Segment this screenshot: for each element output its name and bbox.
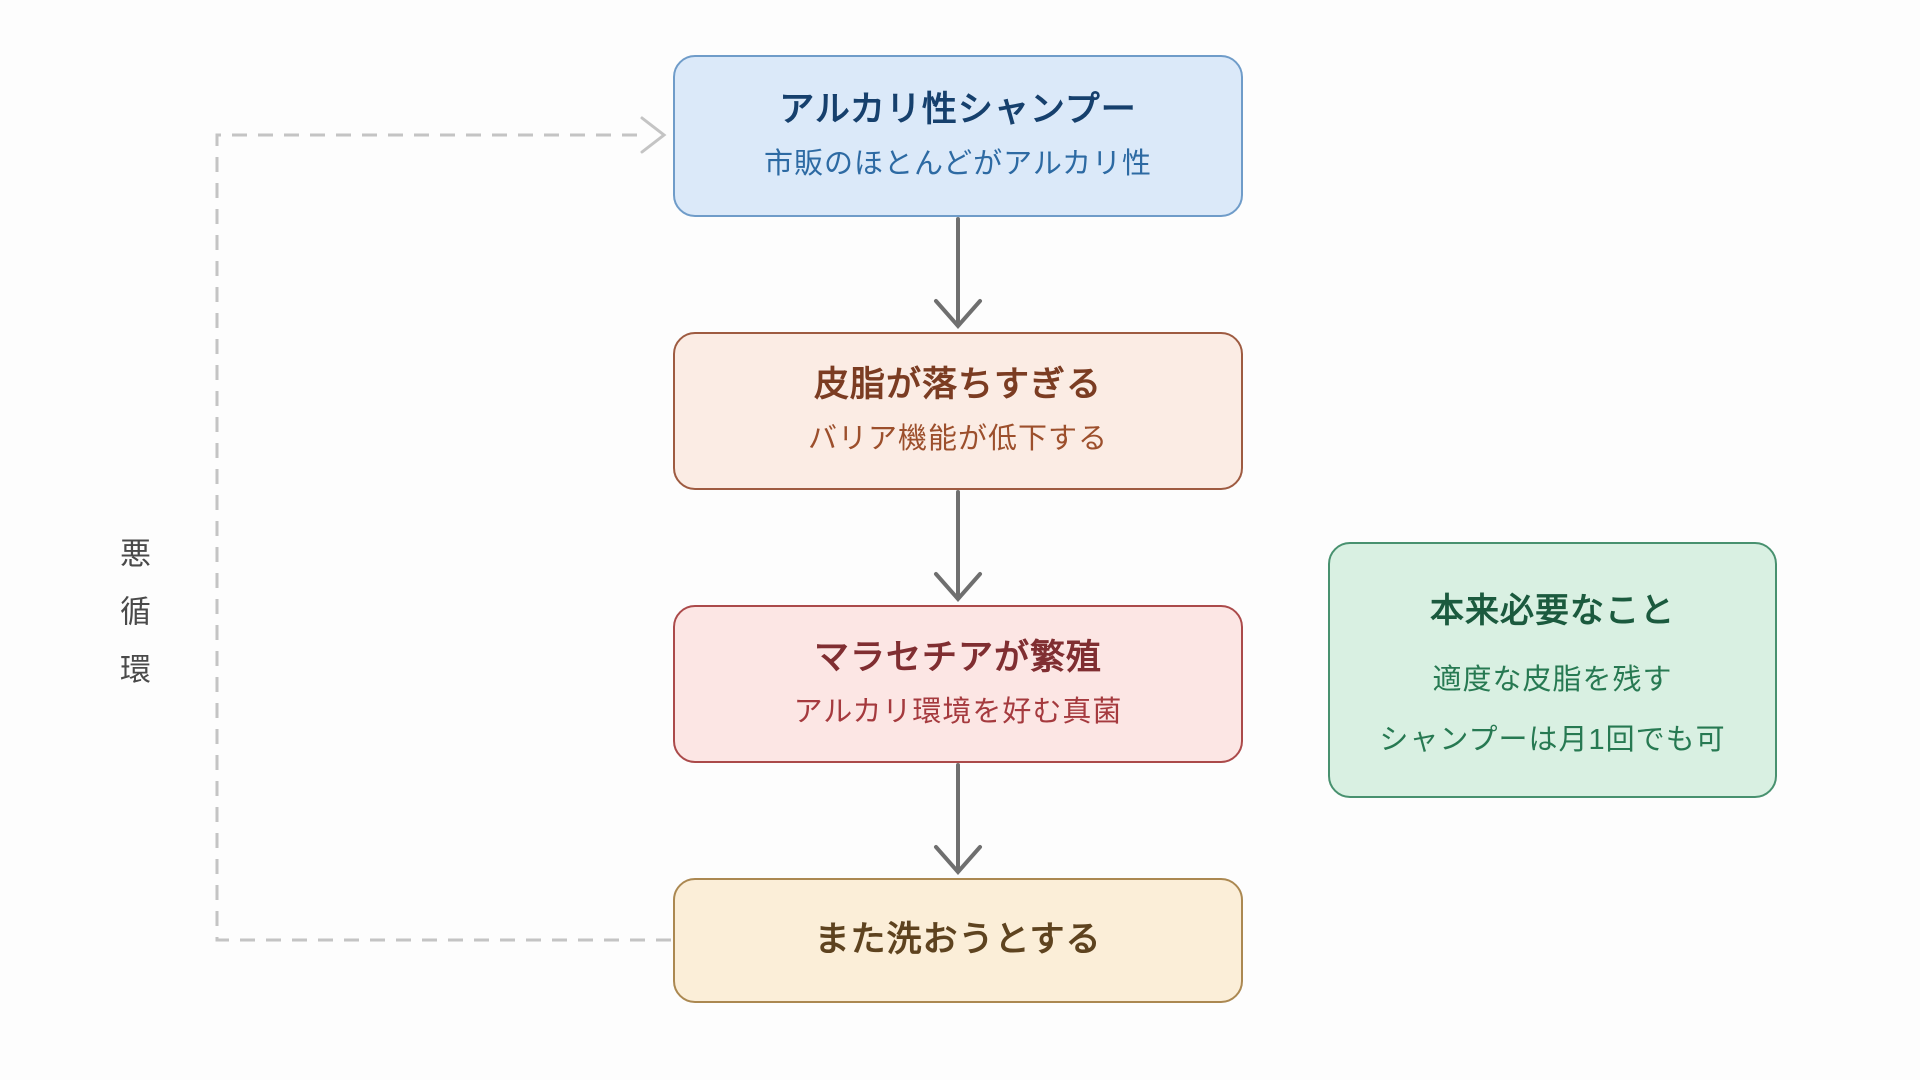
- vicious-cycle-label: 悪循環: [115, 537, 150, 711]
- feedback-loop-dashed: [215, 133, 671, 942]
- node-malassezia-grows-title: マラセチアが繁殖: [813, 637, 1102, 677]
- arrow-malassezia-to-wash: [934, 763, 982, 876]
- node-wash-again: また洗おうとする: [673, 878, 1243, 1003]
- feedback-loop-arrowhead: [640, 116, 667, 154]
- node-malassezia-grows: マラセチアが繁殖 アルカリ環境を好む真菌: [673, 605, 1243, 763]
- node-alkaline-shampoo-subtitle: 市販のほとんどがアルカリ性: [764, 148, 1152, 181]
- node-sebum-stripped-title: 皮脂が落ちすぎる: [813, 364, 1102, 404]
- side-note-what-is-needed: 本来必要なこと 適度な皮脂を残す シャンプーは月1回でも可: [1328, 542, 1777, 798]
- side-note-title: 本来必要なこと: [1430, 591, 1675, 630]
- node-alkaline-shampoo-title: アルカリ性シャンプー: [779, 89, 1137, 129]
- arrow-shampoo-to-sebum: [934, 217, 982, 330]
- side-note-line-2: シャンプーは月1回でも可: [1379, 723, 1726, 756]
- node-alkaline-shampoo: アルカリ性シャンプー 市販のほとんどがアルカリ性: [673, 55, 1243, 217]
- arrow-sebum-to-malassezia: [934, 490, 982, 603]
- node-wash-again-title: また洗おうとする: [814, 920, 1102, 960]
- side-note-line-1: 適度な皮脂を残す: [1432, 663, 1673, 696]
- node-malassezia-grows-subtitle: アルカリ環境を好む真菌: [793, 696, 1123, 729]
- node-sebum-stripped: 皮脂が落ちすぎる バリア機能が低下する: [673, 332, 1243, 490]
- node-sebum-stripped-subtitle: バリア機能が低下する: [807, 423, 1108, 456]
